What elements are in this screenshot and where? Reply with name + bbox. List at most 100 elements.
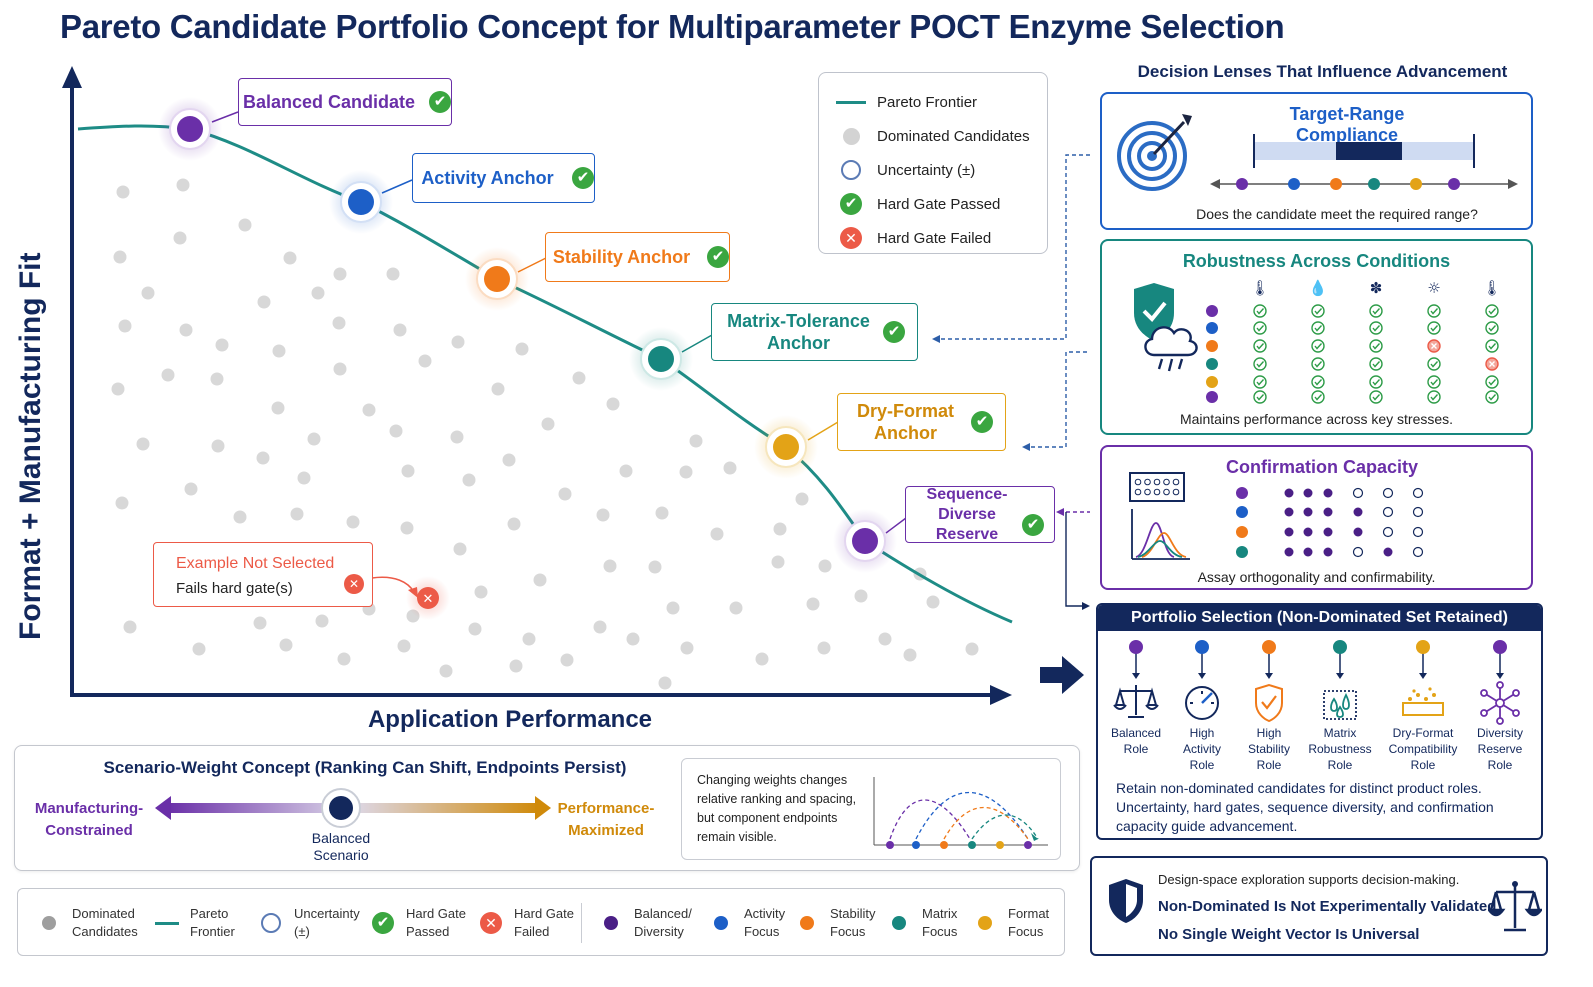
dominated-dot bbox=[111, 382, 125, 396]
scenario-slider-graphic bbox=[155, 788, 551, 828]
legend-label: Uncertainty (±) bbox=[877, 161, 976, 179]
dominated-dot-icon bbox=[42, 916, 56, 930]
format-dot-icon bbox=[978, 916, 992, 930]
dry-format-strip-icon bbox=[1402, 687, 1444, 716]
lenses-heading: Decision Lenses That Influence Advanceme… bbox=[1137, 62, 1508, 81]
manufacturing-constrained-label: Manufacturing- Constrained bbox=[29, 798, 149, 842]
legend-line: Hard Gate bbox=[406, 906, 466, 921]
dominated-dot bbox=[522, 632, 536, 646]
callout-sequence-diverse-reserve[interactable]: Sequence-Diverse Reserve ✔ bbox=[905, 486, 1055, 543]
dominated-dot bbox=[655, 506, 669, 520]
role-label: Compatibility bbox=[1388, 742, 1458, 756]
pareto-plot: ✕ bbox=[62, 66, 1090, 705]
legend-label: Dominated Candidates bbox=[877, 127, 1030, 145]
legend-line: Pareto bbox=[190, 906, 229, 921]
dominated-dot bbox=[560, 653, 574, 667]
dominated-dot bbox=[606, 397, 620, 411]
dominated-dot bbox=[507, 517, 521, 531]
panel-robustness: Robustness Across Conditions 🌡💧✽☼🌡 Maint… bbox=[1100, 239, 1533, 435]
pass-check-icon bbox=[1369, 390, 1383, 404]
legend-row-dominated: Dominated Candidates bbox=[833, 119, 1033, 153]
dominated-dot bbox=[400, 521, 414, 535]
candidate-dry-format-marker[interactable] bbox=[754, 415, 818, 479]
candidate-dot bbox=[1206, 376, 1218, 388]
dominated-dot bbox=[593, 620, 607, 634]
candidate-stability-marker[interactable] bbox=[465, 247, 529, 311]
pass-check-icon bbox=[1253, 357, 1267, 371]
legend-line: Format bbox=[1008, 906, 1050, 921]
pass-check-icon bbox=[1427, 321, 1441, 335]
fail-icon: ✕ bbox=[344, 574, 364, 594]
check-icon: ✔ bbox=[429, 91, 451, 113]
callout-matrix-tolerance-anchor[interactable]: Matrix-Tolerance Anchor ✔ bbox=[711, 303, 918, 361]
disclaimer-box: Design-space exploration supports decisi… bbox=[1090, 856, 1548, 956]
weights-note: Changing weights changes relative rankin… bbox=[697, 771, 856, 847]
legend-line: Dominated bbox=[72, 906, 135, 921]
dominated-dot bbox=[238, 218, 252, 232]
dominated-dot bbox=[179, 323, 193, 337]
candidate-sequence-marker[interactable] bbox=[833, 509, 897, 573]
callout-stability-anchor[interactable]: Stability Anchor ✔ bbox=[545, 232, 730, 282]
label-line: Performance- bbox=[557, 800, 655, 817]
filled-well bbox=[1284, 507, 1294, 517]
dominated-dot bbox=[541, 417, 555, 431]
dominated-dot-icon bbox=[842, 127, 860, 145]
sun-icon: ☼ bbox=[1427, 279, 1440, 297]
callout-activity-anchor[interactable]: Activity Anchor ✔ bbox=[412, 153, 595, 203]
dominated-dot bbox=[502, 453, 516, 467]
role-label: Dry-Format bbox=[1392, 726, 1454, 740]
legend-line: Candidates bbox=[72, 924, 138, 939]
callout-label: Activity Anchor bbox=[421, 167, 554, 188]
frontier-line-icon bbox=[155, 921, 179, 925]
rejected-candidate-marker[interactable]: ✕ bbox=[406, 576, 450, 620]
dominated-dot bbox=[161, 368, 175, 382]
panel-confirmation: Confirmation Capacity Assay orthogonalit… bbox=[1100, 445, 1533, 590]
balanced-scenario-label: Balanced Scenario bbox=[291, 830, 391, 864]
candidate-dot bbox=[1236, 506, 1248, 518]
role-label: Role bbox=[1487, 758, 1513, 772]
example-title: Example Not Selected bbox=[176, 555, 335, 572]
dominated-dot bbox=[558, 487, 572, 501]
dominated-dot bbox=[307, 432, 321, 446]
balanced-diversity-dot-icon bbox=[604, 916, 618, 930]
empty-well bbox=[1352, 546, 1364, 558]
legend-label: Hard Gate Failed bbox=[877, 229, 992, 247]
legend-line: Failed bbox=[514, 924, 550, 939]
frontier-line-icon bbox=[836, 100, 866, 104]
role-label: Balanced bbox=[1110, 726, 1162, 740]
cloud-rain-icon bbox=[1144, 326, 1198, 372]
pass-check-icon bbox=[1427, 390, 1441, 404]
candidate-dot bbox=[1206, 340, 1218, 352]
dominated-dot bbox=[596, 508, 610, 522]
callout-balanced-candidate[interactable]: Balanced Candidate ✔ bbox=[238, 78, 452, 126]
panel-caption: Does the candidate meet the required ran… bbox=[1196, 206, 1478, 222]
candidate-activity-marker[interactable] bbox=[329, 170, 393, 234]
candidate-matrix-marker[interactable] bbox=[629, 327, 693, 391]
confirmation-matrix bbox=[1236, 487, 1424, 558]
x-axis-label: Application Performance bbox=[367, 706, 653, 733]
legend-line: Focus bbox=[922, 924, 958, 939]
x-axis-arrow bbox=[990, 685, 1012, 705]
dominated-dot bbox=[462, 473, 476, 487]
desc-line: Uncertainty, hard gates, sequence divers… bbox=[1116, 799, 1494, 815]
fail-icon: ✕ bbox=[840, 227, 862, 249]
role-label: Role bbox=[1123, 742, 1149, 756]
pass-check-icon bbox=[1485, 339, 1499, 353]
dominated-dot bbox=[118, 319, 132, 333]
candidate-balanced-marker[interactable] bbox=[158, 97, 222, 161]
dominated-dot bbox=[965, 642, 979, 656]
pass-check-icon bbox=[1311, 321, 1325, 335]
filled-well bbox=[1303, 547, 1313, 557]
target-range-graphic bbox=[1117, 114, 1518, 191]
legend-row-pareto: Pareto Frontier bbox=[833, 85, 1033, 119]
robustness-matrix: 🌡💧✽☼🌡 bbox=[1206, 279, 1502, 404]
role-label: Role bbox=[1256, 758, 1282, 772]
dominated-dot bbox=[283, 251, 297, 265]
callout-dry-format-anchor[interactable]: Dry-Format Anchor ✔ bbox=[837, 393, 1006, 451]
pass-check-icon bbox=[1253, 304, 1267, 318]
matrix-drops-icon bbox=[1323, 690, 1357, 720]
shifting-ranking-mini-chart bbox=[873, 777, 1048, 849]
